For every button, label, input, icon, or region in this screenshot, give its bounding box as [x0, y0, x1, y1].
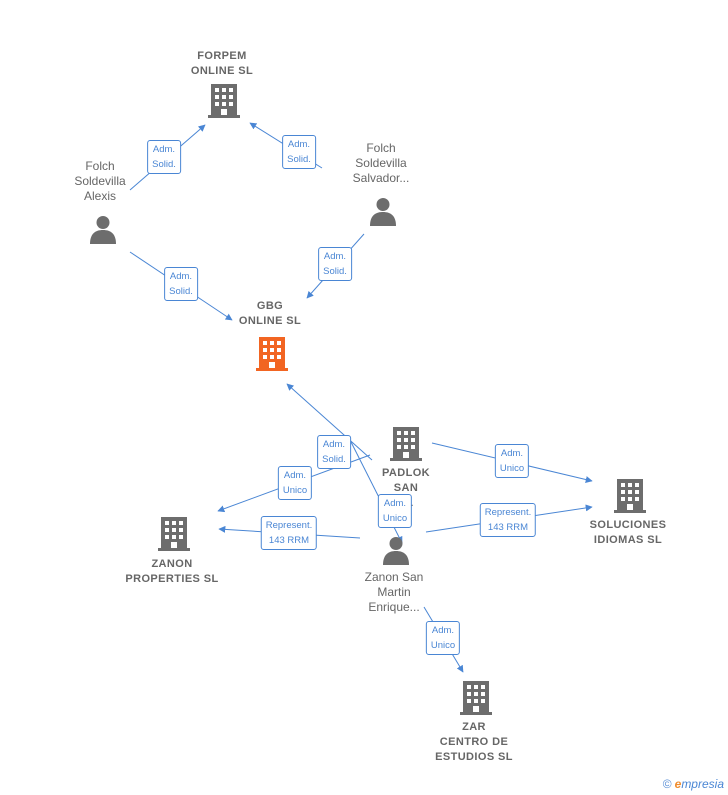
- building-icon-zanon-properties[interactable]: [158, 517, 190, 556]
- building-icon-zar[interactable]: [460, 681, 492, 720]
- company-label-soluciones: SOLUCIONES IDIOMAS SL: [589, 519, 667, 546]
- building-icon-forpem[interactable]: [208, 84, 240, 123]
- person-label-zanon-enrique: Zanon San Martin Enrique...: [364, 570, 424, 614]
- edge-label-e2[interactable]: Adm. Solid.: [282, 135, 316, 169]
- edge-label-e9[interactable]: Represent. 143 RRM: [260, 516, 318, 550]
- company-label-forpem: FORPEM ONLINE SL: [190, 50, 254, 77]
- edge-label-e7[interactable]: Adm. Unico: [494, 444, 530, 478]
- building-icon-soluciones[interactable]: [614, 479, 646, 518]
- edge-label-e10[interactable]: Represent. 143 RRM: [479, 503, 537, 537]
- person-icon-zanon-enrique[interactable]: [381, 535, 411, 570]
- edge-line-e5: [286, 383, 373, 461]
- edge-label-e1[interactable]: Adm. Solid.: [147, 140, 181, 174]
- edge-label-e5[interactable]: Adm. Solid.: [317, 435, 351, 469]
- person-icon-folch-salvador[interactable]: [368, 196, 398, 231]
- edge-label-e6[interactable]: Adm. Unico: [277, 466, 313, 500]
- empresia-logo: ©empresia: [662, 777, 724, 791]
- edge-label-e4[interactable]: Adm. Solid.: [318, 247, 352, 281]
- person-icon-folch-alexis[interactable]: [88, 214, 118, 249]
- company-label-zanon-properties: ZANON PROPERTIES SL: [125, 558, 219, 585]
- building-icon-gbg[interactable]: [256, 337, 288, 376]
- building-icon-padlok[interactable]: [390, 427, 422, 466]
- edge-label-e11[interactable]: Adm. Unico: [425, 621, 461, 655]
- edge-label-e3[interactable]: Adm. Solid.: [164, 267, 198, 301]
- company-label-gbg: GBG ONLINE SL: [238, 300, 302, 327]
- edge-label-e8[interactable]: Adm. Unico: [377, 494, 413, 528]
- company-label-zar: ZAR CENTRO DE ESTUDIOS SL: [435, 721, 513, 763]
- person-label-folch-alexis: Folch Soldevilla Alexis: [74, 159, 126, 203]
- person-label-folch-salvador: Folch Soldevilla Salvador...: [352, 141, 410, 185]
